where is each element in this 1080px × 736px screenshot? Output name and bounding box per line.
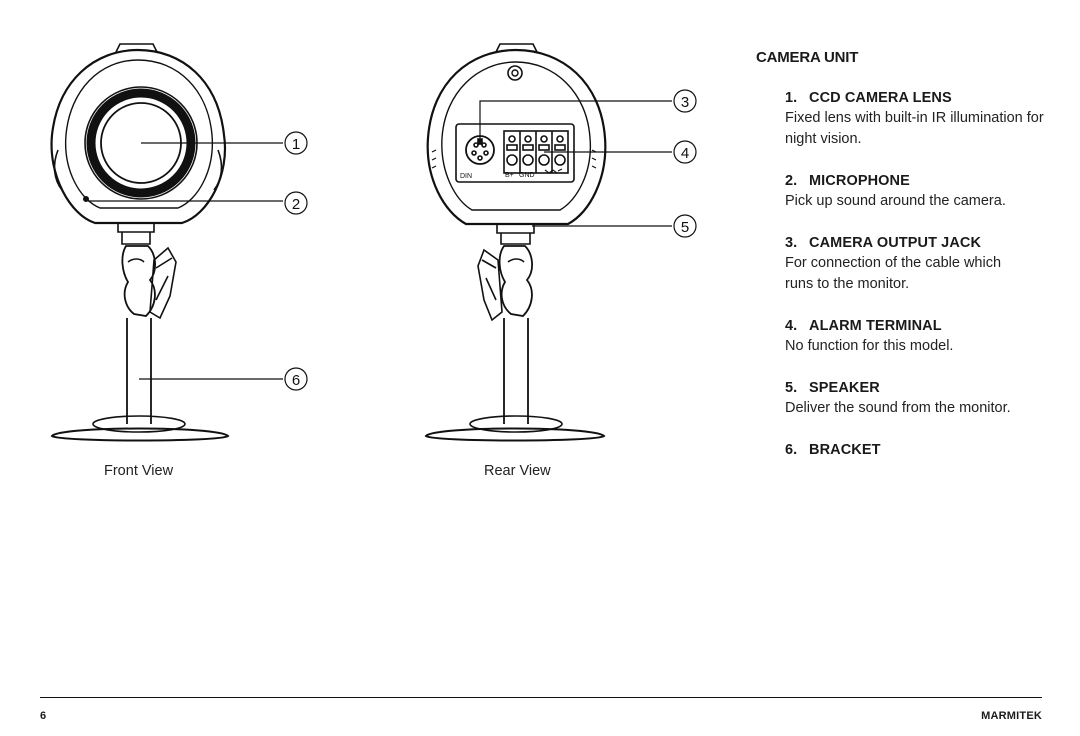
front-view-caption: Front View	[104, 463, 174, 479]
callout-number-1: 1	[292, 136, 300, 153]
bplus-label: B+	[505, 172, 514, 179]
item-description: No function for this model.	[785, 338, 954, 354]
item-number: 4.	[785, 318, 798, 334]
list-item: 6. BRACKET	[785, 442, 1055, 458]
callout-number-5: 5	[681, 219, 689, 236]
list-item: 4. ALARM TERMINAL No function for this mo…	[785, 318, 1055, 357]
item-title: SPEAKER	[809, 380, 880, 396]
list-item: 1. CCD CAMERA LENS Fixed lens with built-…	[785, 90, 1055, 150]
list-item: 5. SPEAKER Deliver the sound from the mon…	[785, 380, 1055, 419]
callout-circle-5	[673, 214, 697, 238]
item-number: 1.	[785, 90, 798, 106]
item-number: 5.	[785, 380, 798, 396]
item-number: 2.	[785, 173, 798, 189]
gnd-label: GND	[519, 172, 535, 179]
item-title: ALARM TERMINAL	[809, 318, 942, 334]
callout-circle-4	[673, 140, 697, 164]
callout-number-3: 3	[681, 94, 689, 111]
item-number: 3.	[785, 235, 798, 251]
callout-number-2: 2	[292, 196, 300, 213]
item-title: CAMERA OUTPUT JACK	[809, 235, 982, 251]
item-description: For connection of the cable which runs t…	[785, 255, 1002, 292]
item-description: Deliver the sound from the monitor.	[785, 400, 1011, 416]
item-title: MICROPHONE	[809, 173, 910, 189]
brand-name: MARMITEK	[981, 710, 1042, 722]
item-description: Pick up sound around the camera.	[785, 193, 1006, 209]
item-description: Fixed lens with built-in IR illumination…	[785, 110, 1044, 147]
footer-divider	[40, 697, 1042, 698]
callout-number-4: 4	[681, 145, 689, 162]
callout-line-3	[479, 100, 672, 142]
callout-number-6: 6	[292, 372, 300, 389]
item-number: 6.	[785, 442, 798, 458]
rear-view-caption: Rear View	[484, 463, 551, 479]
callout-circle-1	[284, 131, 308, 155]
callout-circle-3	[673, 89, 697, 113]
page-number: 6	[40, 710, 47, 722]
rear-view-camera	[424, 43, 607, 442]
item-title: CCD CAMERA LENS	[809, 90, 952, 106]
list-item: 3. CAMERA OUTPUT JACK For connection of t…	[785, 235, 1055, 295]
section-title: CAMERA UNIT	[756, 49, 859, 66]
callout-circle-2	[284, 191, 308, 215]
callout-circle-6	[284, 367, 308, 391]
item-title: BRACKET	[809, 442, 881, 458]
din-label: DIN	[460, 173, 472, 180]
list-item: 2. MICROPHONE Pick up sound around the ca…	[785, 173, 1055, 212]
front-view-camera	[50, 43, 230, 442]
